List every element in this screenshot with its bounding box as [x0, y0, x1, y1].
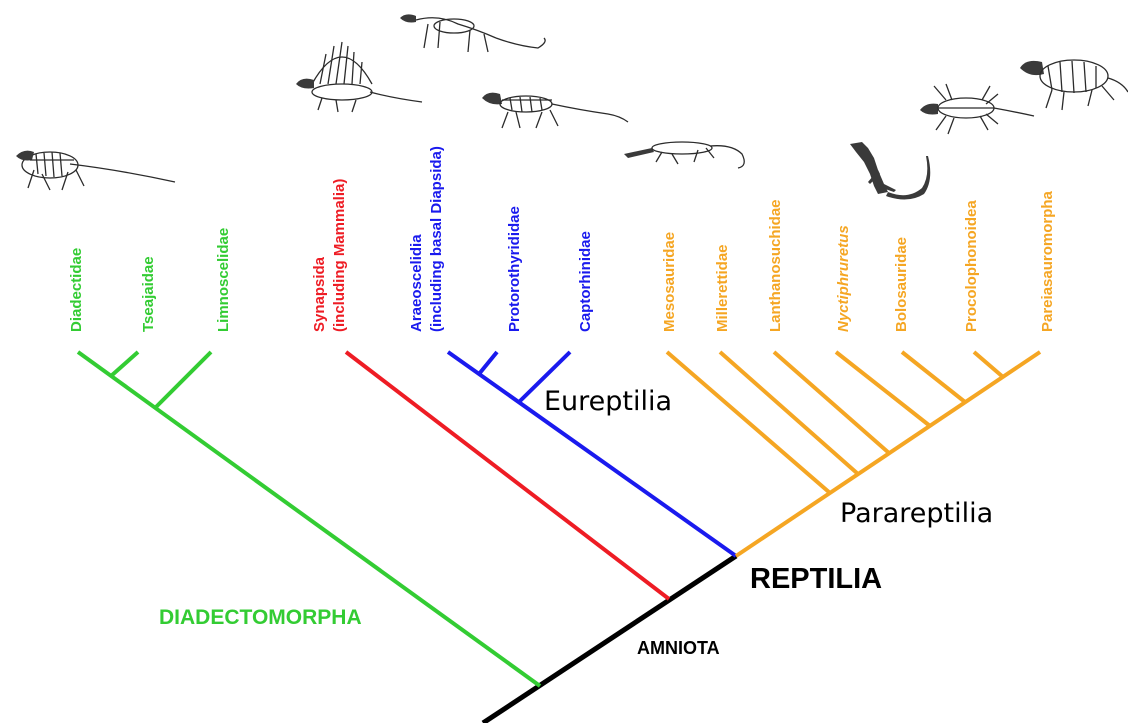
branch-protorothyrididae	[479, 352, 497, 374]
branch-procolophonoidea	[974, 352, 1003, 377]
label-limnoscelidae: Limnoscelidae	[215, 228, 232, 332]
label-tseajaidae: Tseajaidae	[140, 256, 157, 332]
label-bolosauridae: Bolosauridae	[893, 237, 910, 332]
label-nyctiphruretus: Nyctiphruretus	[835, 225, 852, 332]
label-protorothyrididae: Protorothyrididae	[506, 206, 523, 332]
label-eureptilia: Eureptilia	[544, 386, 672, 417]
branch-mesosauridae	[667, 352, 830, 493]
label-diadectomorpha: DIADECTOMORPHA	[159, 606, 362, 629]
branch-bolosauridae	[902, 352, 965, 402]
label-captorhinidae: Captorhinidae	[577, 231, 594, 332]
taxon-labels: Diadectidae Tseajaidae Limnoscelidae Syn…	[68, 146, 1056, 332]
captorhinid-skeleton-icon	[482, 93, 628, 128]
pareiasaur-skeleton-icon	[1020, 60, 1128, 110]
branch-diadectomorpha	[78, 352, 540, 686]
procolophonid-skeleton-icon	[920, 84, 1034, 134]
label-araeoscelidia-line1: Araeoscelidia	[408, 234, 425, 332]
bolosaur-lizard-icon	[850, 142, 930, 200]
mesosaur-skeleton-icon	[624, 142, 744, 168]
label-reptilia: REPTILIA	[750, 563, 882, 595]
label-diadectidae: Diadectidae	[68, 248, 85, 332]
label-synapsida-line2: (including Mammalia)	[331, 179, 348, 332]
label-araeoscelidia-line2: (including basal Diapsida)	[428, 146, 445, 332]
label-amniota: AMNIOTA	[637, 638, 720, 658]
branch-tseajaidae	[111, 352, 138, 376]
branch-lanthanosuchidae	[774, 352, 889, 453]
label-pareiasauromorpha: Pareiasauromorpha	[1039, 190, 1056, 332]
label-millerettidae: Millerettidae	[714, 244, 731, 332]
label-parareptilia: Parareptilia	[840, 498, 993, 529]
label-procolophonoidea: Procolophonoidea	[963, 200, 980, 332]
label-mesosauridae: Mesosauridae	[661, 232, 678, 332]
branch-eureptilia	[448, 352, 736, 556]
dimetrodon-skeleton-icon	[296, 42, 422, 112]
label-synapsida-line1: Synapsida	[311, 256, 328, 332]
branch-limnoscelidae	[155, 352, 211, 408]
diadectid-skeleton-icon	[16, 151, 175, 190]
label-lanthanosuchidae: Lanthanosuchidae	[767, 199, 784, 332]
clade-labels: Eureptilia Parareptilia REPTILIA AMNIOTA…	[159, 386, 993, 658]
araeoscelid-skeleton-icon	[400, 14, 545, 52]
